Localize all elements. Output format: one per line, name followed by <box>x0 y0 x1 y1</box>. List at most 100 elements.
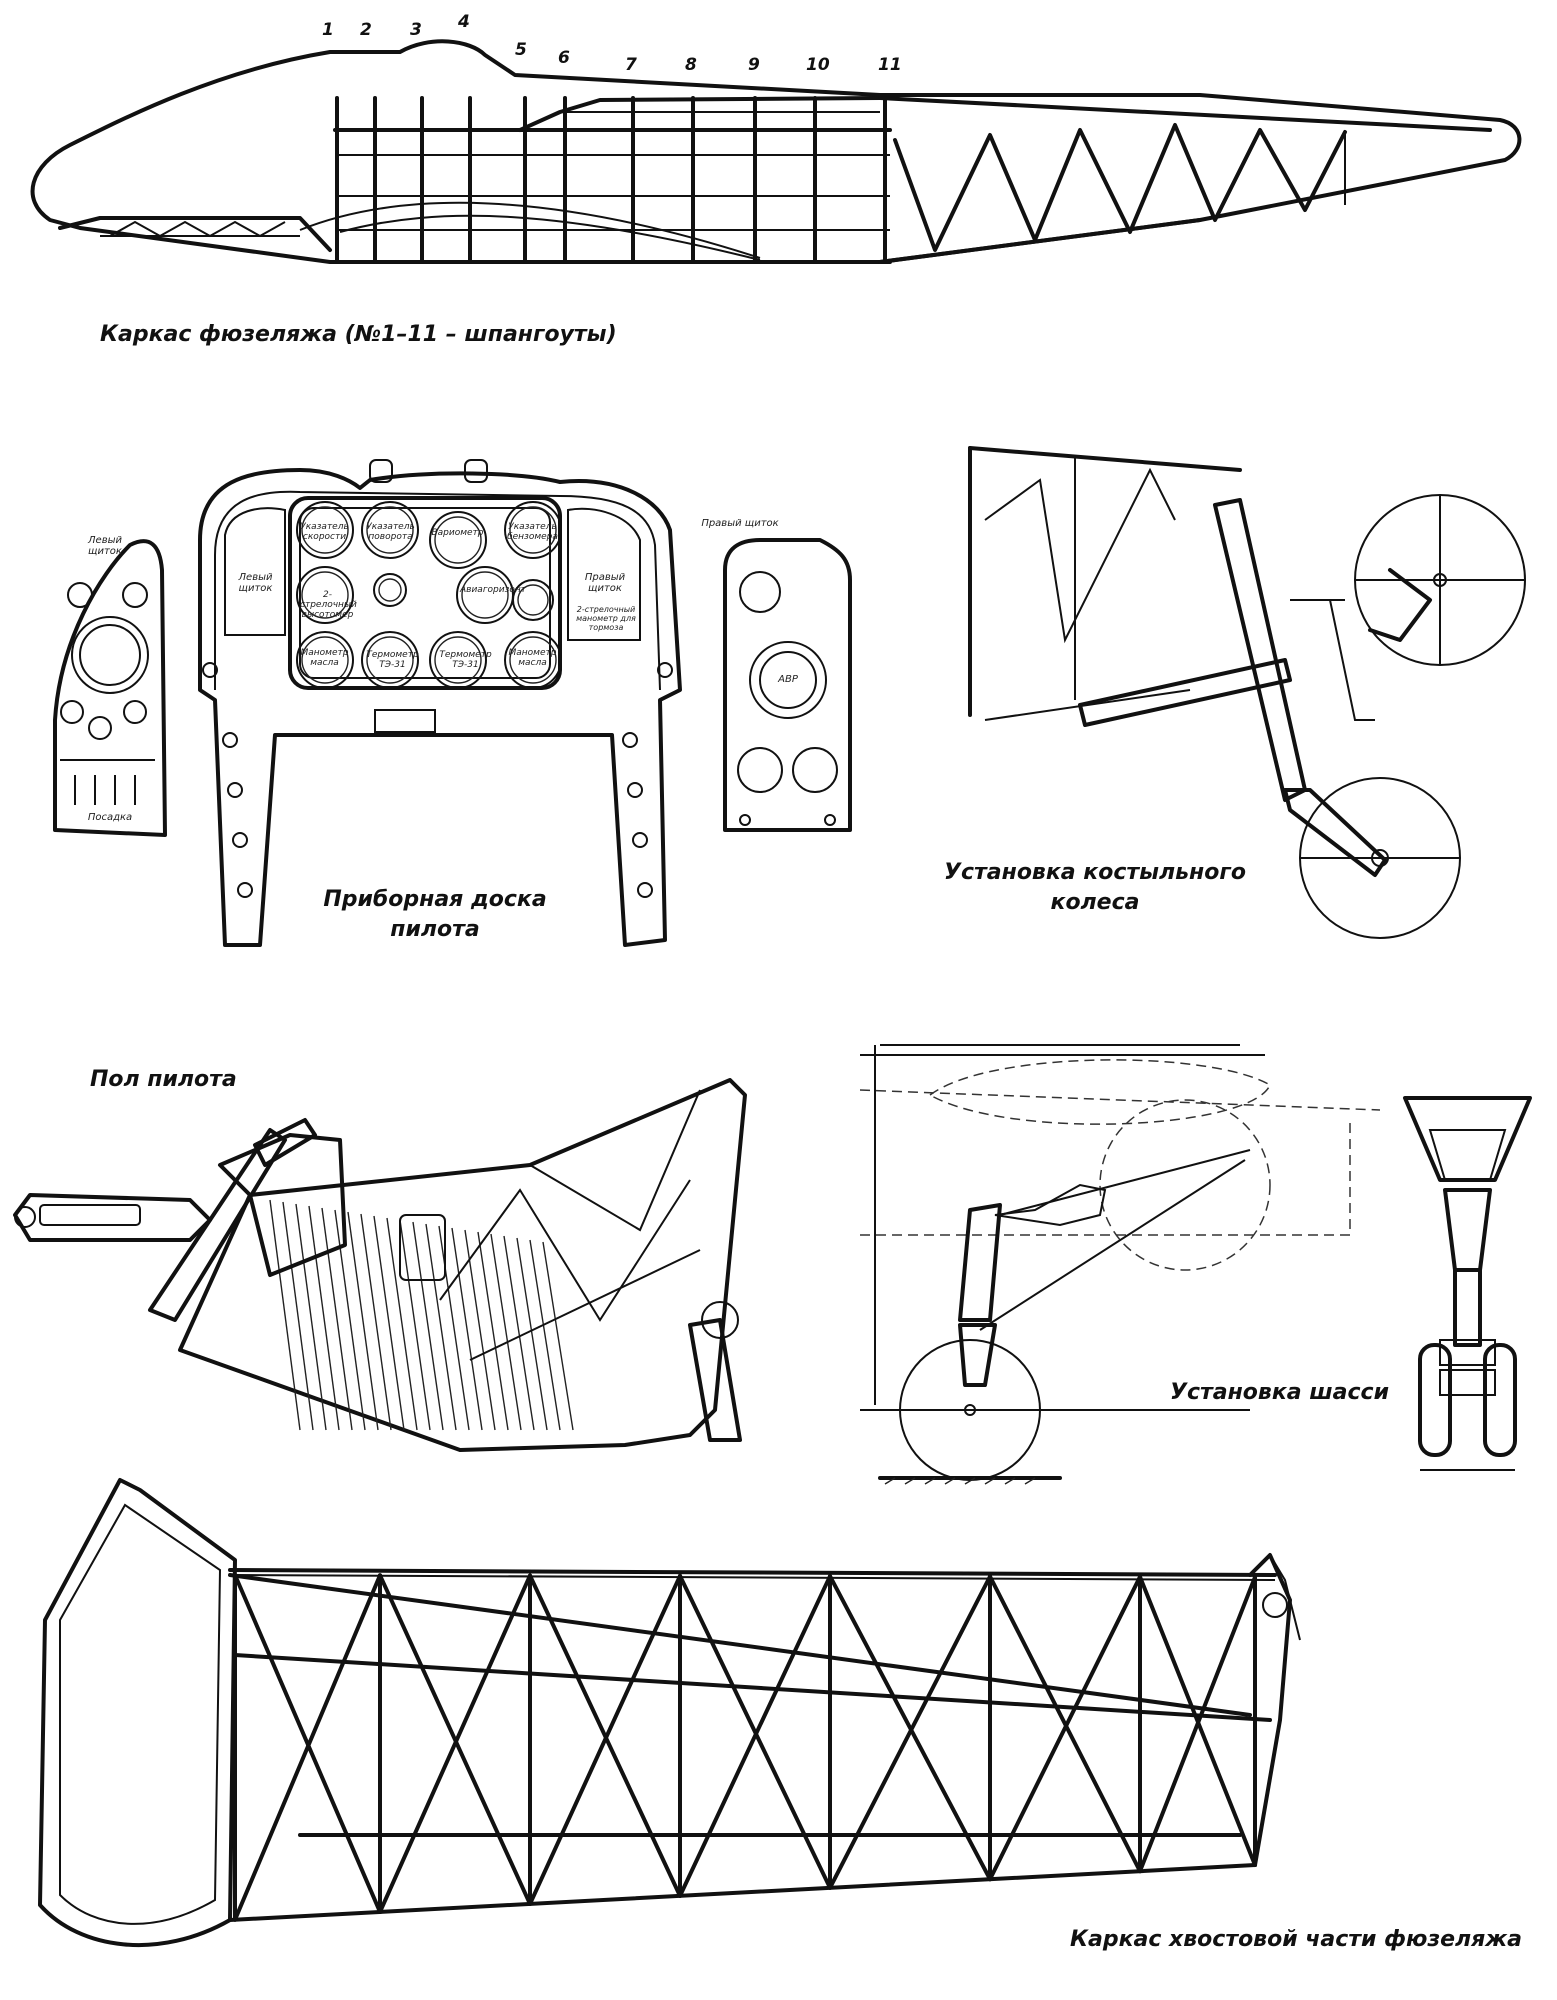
caption-line: Установка костыльного <box>944 860 1246 885</box>
caption-instrument-panel: Приборная доска пилота <box>320 885 550 945</box>
floor-rib <box>412 1221 444 1431</box>
gauge-label: Авиагоризонт <box>460 585 527 595</box>
gauge-label: Термометр ТЭ-31 <box>366 650 419 670</box>
landing-gear-drawing <box>859 1044 1532 1485</box>
tail-wheel-drawing <box>968 446 1526 939</box>
frame-number: 11 <box>878 55 902 75</box>
tail-diagonal <box>1138 1575 1257 1874</box>
right-inner-note: 2-стрелочный манометр для тормоза <box>576 605 636 632</box>
gauge-bezel <box>517 584 549 616</box>
gauge-icon <box>361 631 419 689</box>
gauge-label: Указатель скорости <box>300 522 349 542</box>
floor-rib <box>334 1209 366 1431</box>
right-switch-panel-drawing <box>723 538 852 832</box>
frame-number: 2 <box>360 20 372 40</box>
floor-rib <box>269 1199 301 1431</box>
frame-number: 3 <box>410 20 422 40</box>
floor-rib <box>516 1237 548 1431</box>
floor-rib <box>295 1203 327 1431</box>
floor-rib <box>490 1233 522 1431</box>
gauge-bezel <box>378 578 402 602</box>
floor-rib <box>529 1239 561 1431</box>
bolt-icon <box>657 662 673 678</box>
frame-number: 4 <box>458 12 470 32</box>
tail-diagonal <box>378 1573 532 1914</box>
floor-rib <box>477 1231 509 1431</box>
tail-diagonal <box>678 1574 832 1898</box>
gauge-icon <box>373 573 407 607</box>
floor-rib <box>282 1201 314 1431</box>
bolt-icon <box>632 832 648 848</box>
gauge-label: 2-стрелочный высотомер <box>300 590 357 620</box>
gauge-bezel <box>301 506 349 554</box>
right-avr-label: АВР <box>778 674 798 685</box>
bolt-icon <box>622 732 638 748</box>
gauge-bezel <box>509 636 557 684</box>
bolt-icon <box>222 732 238 748</box>
gauge-icon <box>296 501 354 559</box>
tail-diagonal <box>233 1573 382 1922</box>
gauge-bezel <box>434 516 482 564</box>
pilot-floor-drawing <box>13 1078 747 1452</box>
floor-rib <box>399 1219 431 1431</box>
caption-pilot-floor: Пол пилота <box>90 1067 237 1092</box>
gauge-bezel <box>301 636 349 684</box>
frame-number: 9 <box>748 55 760 75</box>
gauge-icon <box>512 579 554 621</box>
caption-fuselage-frame: Каркас фюзеляжа (№1–11 – шпангоуты) <box>100 322 617 347</box>
gauge-bezel <box>366 506 414 554</box>
left-switch-panel-drawing <box>53 539 167 837</box>
right-panel-title: Правый щиток <box>701 518 779 529</box>
gauge-label: Указатель поворота <box>366 522 415 542</box>
floor-rib <box>360 1213 392 1431</box>
bolt-icon <box>227 782 243 798</box>
gauge-icon <box>296 631 354 689</box>
gauge-label: Указатель бензомера <box>507 522 558 542</box>
gauge-bezel <box>461 571 509 619</box>
gauge-bezel <box>366 636 414 684</box>
gauge-icon <box>429 511 487 569</box>
left-panel-title: Левый щиток <box>88 535 122 557</box>
floor-rib <box>542 1241 574 1431</box>
floor-rib <box>373 1215 405 1431</box>
gauge-icon <box>429 631 487 689</box>
gauge-label: Манометр масла <box>508 648 557 668</box>
frame-number: 5 <box>515 40 527 60</box>
floor-rib <box>347 1211 379 1431</box>
floor-rib <box>308 1205 340 1431</box>
left-inner-label: Левый щиток <box>238 572 273 594</box>
gauge-icon <box>296 566 354 624</box>
right-inner-label: Правый щиток <box>584 572 626 594</box>
frame-number: 8 <box>685 55 697 75</box>
floor-rib <box>386 1217 418 1431</box>
floor-rib <box>464 1229 496 1431</box>
fuselage-frame-drawing <box>30 39 1522 264</box>
bolt-icon <box>637 882 653 898</box>
gauge-label: Вариометр <box>431 528 484 538</box>
gauge-bezel <box>301 571 349 619</box>
floor-rib <box>321 1207 353 1431</box>
instrument-panel-drawing <box>198 459 682 947</box>
floor-rib <box>451 1227 483 1431</box>
tail-frame-drawing <box>38 1478 1301 1947</box>
caption-line: колеса <box>1050 890 1140 915</box>
bolt-icon <box>627 782 643 798</box>
tail-diagonal <box>828 1574 992 1882</box>
gauge-bezel <box>434 636 482 684</box>
gauge-label: Манометр масла <box>300 648 349 668</box>
tail-diagonal <box>528 1573 682 1906</box>
caption-landing-gear: Установка шасси <box>1170 1380 1389 1405</box>
tail-diagonal <box>828 1574 992 1890</box>
frame-number: 7 <box>625 55 637 75</box>
gauge-icon <box>361 501 419 559</box>
bolt-icon <box>232 832 248 848</box>
floor-rib <box>425 1223 457 1431</box>
frame-number: 10 <box>806 55 830 75</box>
bolt-icon <box>202 662 218 678</box>
frame-number: 1 <box>322 20 334 40</box>
gauge-icon <box>504 501 562 559</box>
left-bottom-label: Посадка <box>87 812 133 823</box>
caption-line: Приборная доска <box>323 887 547 912</box>
